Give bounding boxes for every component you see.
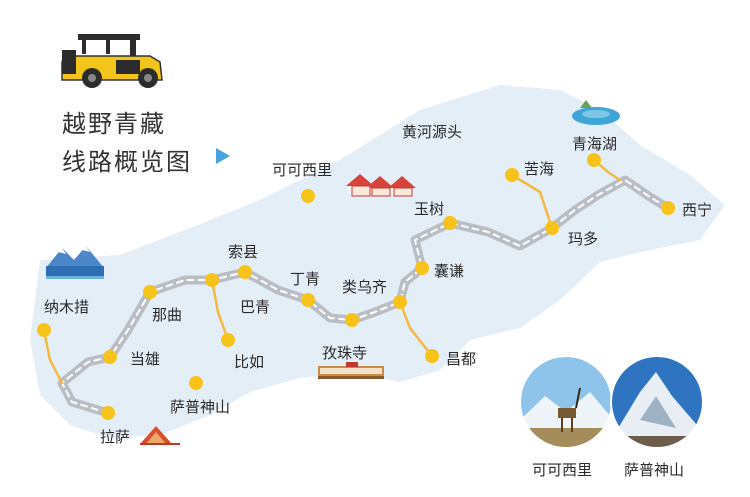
route-biru	[210, 278, 230, 342]
dot-dingqing	[301, 293, 315, 307]
label-kuhai: 苦海	[524, 160, 555, 178]
side-routes	[42, 158, 622, 385]
label-leiwuqi: 类乌齐	[342, 278, 388, 296]
caption-kekexili: 可可西里	[532, 461, 593, 479]
map-title-line2: 线路概览图	[62, 148, 192, 176]
label-changdu: 昌都	[446, 350, 477, 368]
label-suoxian: 索县	[228, 243, 259, 261]
lake-icon	[572, 100, 620, 125]
dot-sapu	[189, 376, 203, 390]
label-kekexili: 可可西里	[272, 161, 333, 179]
label-dangxiong: 当雄	[130, 350, 161, 368]
label-baqing: 巴青	[240, 298, 271, 316]
label-yushu: 玉树	[414, 200, 445, 218]
dot-changdu	[425, 349, 439, 363]
snow-mountain-photo	[610, 355, 704, 449]
label-nangqian: 囊谦	[434, 262, 465, 280]
dot-leiwuqi	[393, 295, 407, 309]
dot-maduo	[545, 221, 559, 235]
label-yellow-river-source: 黄河源头	[402, 123, 463, 141]
dot-qinghai-lake	[587, 153, 601, 167]
route-namucuo	[42, 328, 64, 385]
dot-namucuo	[37, 323, 51, 337]
label-zizhusi: 孜珠寺	[322, 344, 368, 362]
label-dingqing: 丁青	[290, 270, 321, 288]
dot-dangxiong	[103, 350, 117, 364]
pyramid-icon	[140, 426, 180, 445]
mountain-lake-icon	[46, 246, 104, 279]
dot-zizhusi	[345, 313, 359, 327]
dot-suoxian	[238, 265, 252, 279]
label-lasa: 拉萨	[100, 428, 131, 446]
caption-sapu: 萨普神山	[624, 461, 685, 479]
arrow-right-icon	[216, 148, 230, 164]
dot-kuhai	[505, 168, 519, 182]
dot-yushu	[443, 216, 457, 230]
temple-icon	[318, 362, 384, 379]
dot-naqu	[143, 285, 157, 299]
label-namucuo: 纳木措	[44, 298, 90, 316]
route-changdu	[398, 300, 434, 358]
stops	[37, 153, 675, 420]
map-title-line1: 越野青藏	[62, 110, 166, 138]
main-road	[57, 175, 673, 418]
label-qinghai-lake: 青海湖	[572, 135, 618, 153]
dot-xining	[661, 201, 675, 215]
label-maduo: 玛多	[568, 230, 599, 248]
label-biru: 比如	[234, 353, 265, 371]
map-land	[30, 85, 725, 438]
dot-baqing	[205, 273, 219, 287]
dot-nangqian	[415, 261, 429, 275]
label-sapu-mountain: 萨普神山	[170, 398, 231, 416]
houses-icon	[346, 174, 416, 197]
antelope-photo	[519, 355, 613, 449]
dot-lasa	[101, 406, 115, 420]
label-xining: 西宁	[682, 201, 713, 219]
route-kuhai	[510, 173, 554, 230]
dot-kekexili	[301, 189, 315, 203]
jeep-icon	[61, 34, 163, 88]
dot-biru	[221, 333, 235, 347]
label-naqu: 那曲	[152, 306, 183, 324]
